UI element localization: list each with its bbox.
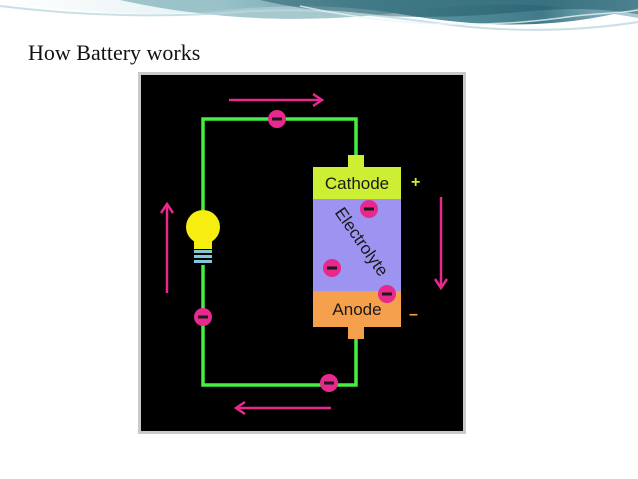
electron-icon xyxy=(320,374,338,392)
positive-terminal-cap xyxy=(348,155,364,169)
cathode-block xyxy=(313,167,401,199)
current-arrow-icon xyxy=(229,92,325,108)
header-banner xyxy=(0,0,638,31)
current-arrow-icon xyxy=(433,197,449,291)
battery-diagram: Cathode Electrolyte Anode + – xyxy=(141,75,463,431)
electron-icon xyxy=(360,200,378,218)
current-arrow-icon xyxy=(233,400,331,416)
electron-icon xyxy=(323,259,341,277)
current-arrow-icon xyxy=(159,201,175,293)
positive-sign: + xyxy=(411,174,420,191)
electron-icon xyxy=(378,285,396,303)
anode-label: Anode xyxy=(332,300,381,319)
battery-diagram-frame: Cathode Electrolyte Anode + – xyxy=(138,72,466,434)
electron-icon xyxy=(194,308,212,326)
page-title: How Battery works xyxy=(28,40,201,65)
light-bulb-icon xyxy=(186,210,220,263)
cathode-label: Cathode xyxy=(325,174,389,193)
battery-circuit-svg: Cathode Electrolyte Anode + – xyxy=(159,92,449,416)
negative-sign: – xyxy=(409,306,418,323)
electron-icon xyxy=(268,110,286,128)
negative-terminal-cap xyxy=(348,325,364,339)
